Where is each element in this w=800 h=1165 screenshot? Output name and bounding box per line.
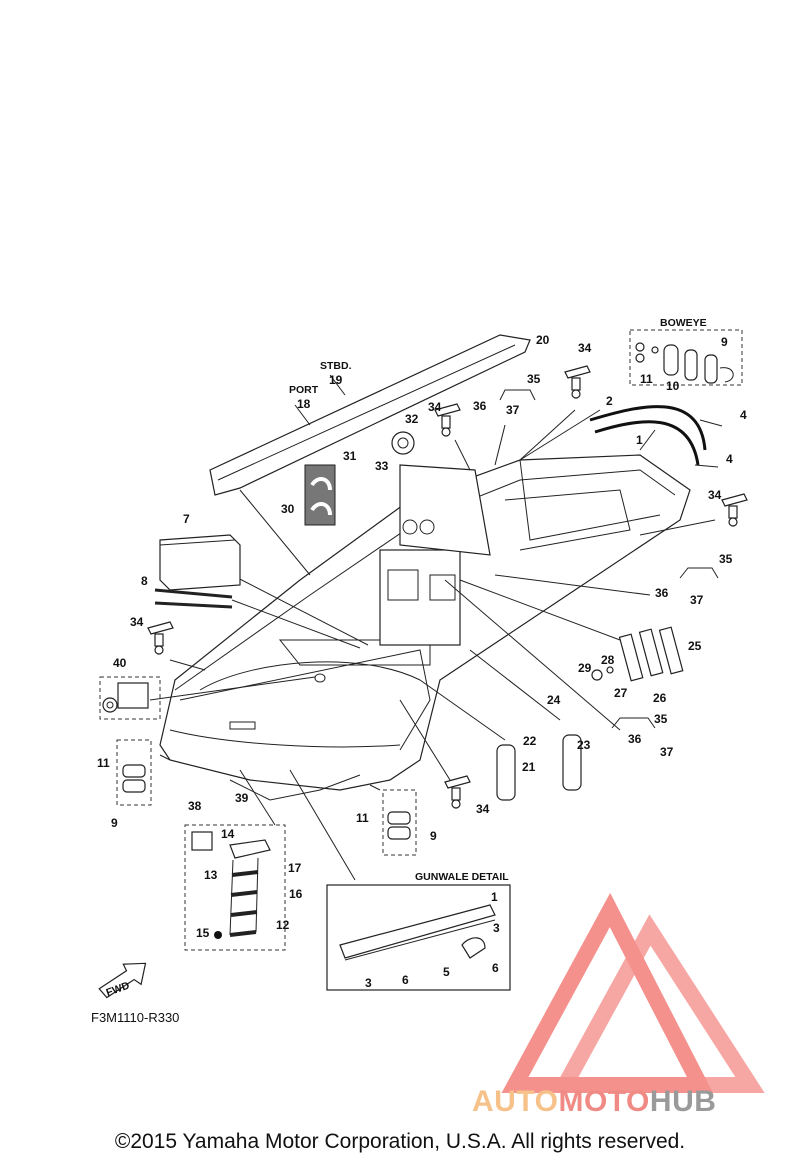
- gunwale-rails: [589, 405, 723, 468]
- watermark-part-hub: HUB: [649, 1085, 717, 1118]
- callout: 26: [653, 691, 667, 705]
- callout: 15: [196, 926, 210, 940]
- port-label: PORT: [289, 384, 319, 396]
- watermark-part-moto: MOTO: [558, 1085, 650, 1118]
- handrail-parts: [499, 389, 719, 729]
- callout: 9: [430, 829, 437, 843]
- callout: 34: [428, 400, 442, 414]
- callout: 35: [719, 552, 733, 566]
- callout: 35: [654, 712, 668, 726]
- callout: 1: [636, 433, 643, 447]
- callout: 3: [493, 921, 500, 935]
- watermark-logo: [501, 892, 765, 1093]
- callout: 14: [221, 827, 235, 841]
- boweye-group: [629, 329, 743, 386]
- callout: 30: [281, 502, 295, 516]
- stbd-label: STBD.: [320, 360, 352, 372]
- gunwale-detail-box: [326, 884, 511, 991]
- callout: 37: [506, 403, 520, 417]
- callout: 34: [476, 802, 490, 816]
- watermark-text: AUTOMOTOHUB: [472, 1085, 716, 1119]
- callout: 21: [522, 760, 536, 774]
- callout: 34: [130, 615, 144, 629]
- callout: 38: [188, 799, 202, 813]
- fuse-box-group: [99, 676, 161, 720]
- callout: 20: [536, 333, 550, 347]
- callout: 18: [297, 397, 311, 411]
- callout: 16: [289, 887, 303, 901]
- callout: 34: [708, 488, 722, 502]
- callout: 25: [688, 639, 702, 653]
- callout: 22: [523, 734, 537, 748]
- callout: 9: [721, 335, 728, 349]
- diagram-text-labels: STBD. PORT BOWEYE GUNWALE DETAIL: [289, 317, 707, 883]
- callout: 7: [183, 512, 190, 526]
- callout: 36: [655, 586, 669, 600]
- callout: 8: [141, 574, 148, 588]
- callout: 36: [628, 732, 642, 746]
- grab-handles: [496, 734, 582, 801]
- callout: 39: [235, 791, 249, 805]
- cooler-parts: [154, 534, 241, 609]
- callout: 4: [740, 408, 747, 422]
- callout: 6: [492, 961, 499, 975]
- copyright-footer: ©2015 Yamaha Motor Corporation, U.S.A. A…: [114, 1130, 686, 1153]
- callout: 35: [527, 372, 541, 386]
- callout: 17: [288, 861, 302, 875]
- cleat-parts: [147, 365, 748, 809]
- callout: 28: [601, 653, 615, 667]
- callout: 34: [578, 341, 592, 355]
- callout: 40: [113, 656, 127, 670]
- callout: 27: [614, 686, 628, 700]
- gunwale-detail-label: GUNWALE DETAIL: [415, 871, 509, 883]
- callout: 6: [402, 973, 409, 987]
- callout: 11: [97, 756, 110, 770]
- callout: 11: [356, 811, 369, 825]
- fwd-arrow-icon: FWD: [98, 962, 147, 999]
- side-rail: [209, 334, 531, 496]
- callout: 36: [473, 399, 487, 413]
- callout: 31: [343, 449, 357, 463]
- callout: 10: [666, 379, 680, 393]
- callout: 23: [577, 738, 591, 752]
- callout: 3: [365, 976, 372, 990]
- hatch-parts: [304, 431, 415, 526]
- callout-numbers: 1 2 4 4 9 11 10 34 35 36 37 34 20 19 18 …: [97, 333, 747, 990]
- callout: 29: [578, 661, 592, 675]
- callout: 11: [640, 372, 653, 386]
- diagram-code: F3M1110-R330: [91, 1010, 180, 1025]
- callout: 2: [606, 394, 613, 408]
- ladder-group: [184, 824, 286, 951]
- callout: 33: [375, 459, 389, 473]
- callout: 24: [547, 693, 561, 707]
- boat-hull: [159, 454, 691, 801]
- callout: 19: [329, 373, 343, 387]
- watermark-part-auto: AUTO: [472, 1085, 559, 1118]
- callout: 32: [405, 412, 419, 426]
- boweye-label: BOWEYE: [660, 317, 707, 329]
- rod-holders: [591, 626, 684, 682]
- callout: 37: [690, 593, 704, 607]
- cleat-hardware-groups: [116, 739, 417, 856]
- callout: 37: [660, 745, 674, 759]
- leader-lines: [149, 374, 716, 881]
- callout: 5: [443, 965, 450, 979]
- callout: 13: [204, 868, 218, 882]
- callout: 9: [111, 816, 118, 830]
- callout: 12: [276, 918, 290, 932]
- callout: 1: [491, 890, 498, 904]
- callout: 4: [726, 452, 733, 466]
